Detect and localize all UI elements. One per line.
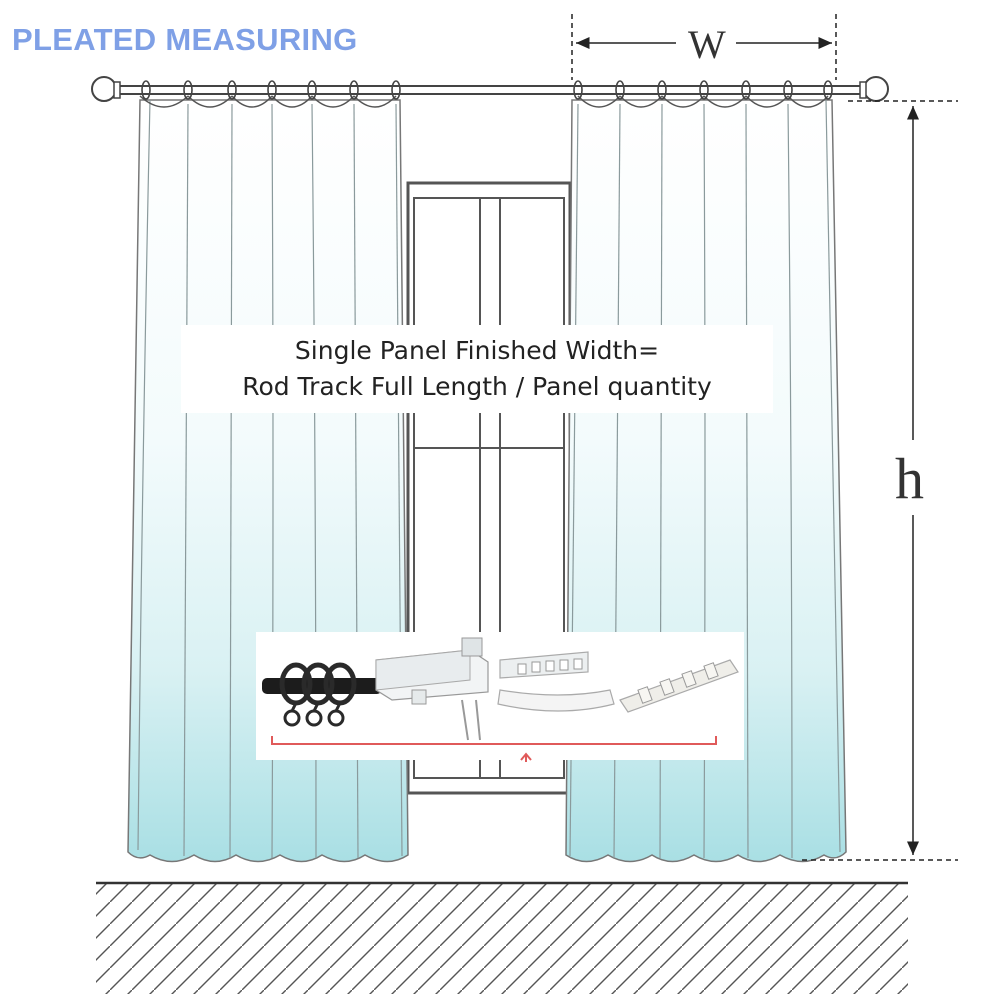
curved-track-hardware — [497, 651, 615, 712]
formula-line-1: Single Panel Finished Width= — [294, 336, 660, 365]
formula-line-2: Rod Track Full Length / Panel quantity — [242, 372, 712, 401]
curtain-rod — [91, 76, 889, 102]
straight-track-hardware — [375, 637, 489, 741]
height-label: h — [895, 446, 924, 511]
hardware-panel — [256, 632, 744, 762]
flexible-track-hardware — [619, 659, 739, 713]
height-dimension — [802, 100, 958, 861]
formula-box: Single Panel Finished Width= Rod Track F… — [181, 325, 773, 413]
rod-rings-hardware — [262, 662, 382, 727]
floor — [96, 881, 908, 994]
width-dimension — [571, 14, 837, 80]
width-label: W — [688, 22, 726, 67]
track-length-bracket — [271, 736, 717, 762]
diagram-title: PLEATED MEASURING — [12, 22, 358, 57]
